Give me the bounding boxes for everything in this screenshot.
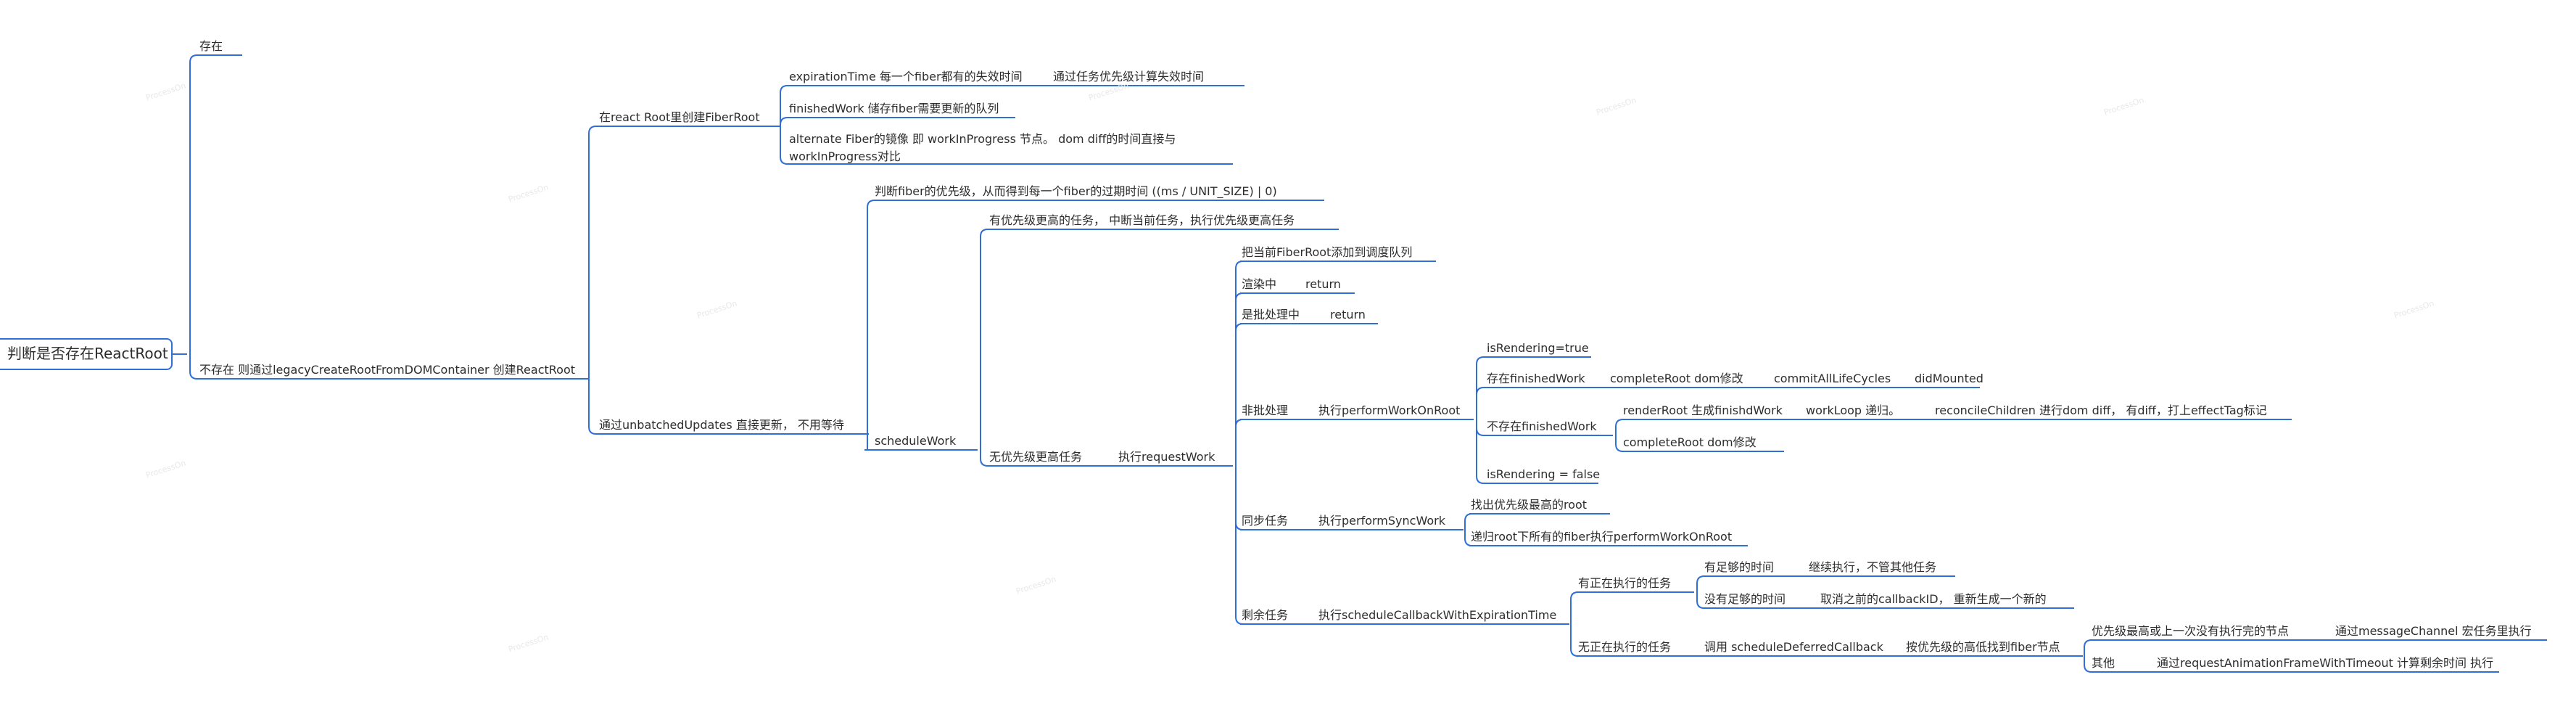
node-schedule-work[interactable]: scheduleWork: [875, 434, 957, 448]
connector-line: [1235, 466, 1244, 625]
connector-line: [1235, 419, 1244, 466]
node-fiber-priority[interactable]: 判断fiber的优先级，从而得到每一个fiber的过期时间 ((ms / UNI…: [875, 184, 1277, 198]
node-exists[interactable]: 存在: [199, 39, 223, 53]
node-non-batch[interactable]: 非批处理: [1242, 403, 1289, 417]
connector-line: [780, 126, 788, 165]
node-no-higher-priority[interactable]: 无优先级更高任务: [989, 450, 1083, 464]
root-node[interactable]: 判断是否存在ReactRoot: [7, 345, 168, 362]
connector-line: [588, 126, 597, 379]
node-find-highest-root[interactable]: 找出优先级最高的root: [1471, 498, 1588, 512]
connector-line: [1464, 513, 1473, 530]
connector-line: [780, 85, 788, 126]
node-unbatched-updates[interactable]: 通过unbatchedUpdates 直接更新， 不用等待: [599, 418, 844, 432]
connector-line: [189, 354, 198, 380]
connector-line: [980, 229, 988, 450]
node-remaining-tasks[interactable]: 剩余任务: [1242, 608, 1289, 622]
node-request-work[interactable]: 执行requestWork: [1118, 450, 1215, 464]
connector-line: [780, 117, 788, 126]
node-perform-work-on-root[interactable]: 执行performWorkOnRoot: [1318, 403, 1461, 417]
connector-line: [2084, 639, 2092, 656]
node-batching[interactable]: 是批处理中: [1242, 308, 1300, 321]
node-expiration-calc[interactable]: 通过任务优先级计算失效时间: [1053, 70, 1205, 83]
node-recurse-root[interactable]: 递归root下所有的fiber执行performWorkOnRoot: [1471, 530, 1733, 544]
connector-line: [1235, 261, 1244, 466]
node-no-finished-work[interactable]: 不存在finishedWork: [1487, 419, 1597, 433]
node-others[interactable]: 其他: [2092, 656, 2115, 670]
node-is-rendering-false[interactable]: isRendering = false: [1487, 467, 1601, 481]
node-enough-time[interactable]: 有足够的时间: [1704, 560, 1775, 574]
node-not-enough-time[interactable]: 没有足够的时间: [1704, 592, 1786, 606]
node-has-finished-work[interactable]: 存在finishedWork: [1487, 372, 1585, 385]
node-no-running-task[interactable]: 无正在执行的任务: [1578, 640, 1672, 654]
connector-line: [980, 450, 988, 467]
connector-line: [1476, 419, 1485, 484]
connector-line: [1696, 575, 1705, 592]
node-raf-timeout[interactable]: 通过requestAnimationFrameWithTimeout 计算剩余时…: [2157, 656, 2494, 670]
node-call-deferred[interactable]: 调用 scheduleDeferredCallback: [1704, 640, 1883, 654]
connector-line: [189, 54, 198, 354]
node-reconcile-children[interactable]: reconcileChildren 进行dom diff， 有diff，打上ef…: [1935, 403, 2267, 417]
node-find-by-priority[interactable]: 按优先级的高低找到fiber节点: [1906, 640, 2060, 654]
node-alternate[interactable]: alternate Fiber的镜像 即 workInProgress 节点。 …: [789, 132, 1176, 163]
node-message-channel[interactable]: 通过messageChannel 宏任务里执行: [2335, 624, 2532, 638]
node-work-loop[interactable]: workLoop 递归。: [1806, 403, 1901, 417]
node-highest-unfinished[interactable]: 优先级最高或上一次没有执行完的节点: [2092, 624, 2290, 638]
node-sync-task[interactable]: 同步任务: [1242, 514, 1289, 528]
connector-line: [867, 200, 875, 450]
node-schedule-callback[interactable]: 执行scheduleCallbackWithExpirationTime: [1318, 608, 1557, 622]
node-render-root[interactable]: renderRoot 生成finishdWork: [1623, 403, 1783, 417]
node-has-running-task[interactable]: 有正在执行的任务: [1578, 576, 1672, 590]
node-did-mounted[interactable]: didMounted: [1915, 372, 1983, 385]
node-commit-all-lifecycles[interactable]: commitAllLifeCycles: [1774, 372, 1891, 385]
node-continue-exec[interactable]: 继续执行，不管其他任务: [1809, 560, 1937, 574]
node-is-rendering-true[interactable]: isRendering=true: [1487, 341, 1589, 355]
connector-line: [1476, 387, 1485, 419]
connector-line: [1570, 624, 1579, 657]
connector-line: [1235, 323, 1244, 466]
connector-line: [1476, 356, 1485, 419]
node-complete-root-1[interactable]: completeRoot dom修改: [1610, 372, 1743, 385]
node-complete-root-2[interactable]: completeRoot dom修改: [1623, 435, 1756, 449]
node-not-exists[interactable]: 不存在 则通过legacyCreateRootFromDOMContainer …: [199, 363, 576, 377]
node-finished-work[interactable]: finishedWork 储存fiber需要更新的队列: [789, 102, 999, 115]
connector-line: [1570, 591, 1579, 624]
connector-line: [2084, 656, 2092, 673]
node-return-1[interactable]: return: [1305, 277, 1341, 291]
connector-line: [1476, 419, 1485, 436]
node-cancel-callback[interactable]: 取消之前的callbackID， 重新生成一个新的: [1820, 592, 2047, 606]
node-perform-sync-work[interactable]: 执行performSyncWork: [1318, 514, 1445, 528]
connector-line: [588, 379, 597, 435]
node-add-queue[interactable]: 把当前FiberRoot添加到调度队列: [1242, 245, 1413, 259]
node-return-2[interactable]: return: [1330, 308, 1366, 321]
root-node-box[interactable]: [0, 338, 173, 370]
connector-line: [1615, 435, 1624, 452]
node-rendering[interactable]: 渲染中: [1242, 277, 1277, 291]
connector-line: [1696, 592, 1705, 609]
node-create-fiberroot[interactable]: 在react Root里创建FiberRoot: [599, 110, 760, 124]
node-higher-priority[interactable]: 有优先级更高的任务， 中断当前任务，执行优先级更高任务: [989, 213, 1295, 227]
connector-line: [1615, 419, 1624, 435]
node-expiration-time[interactable]: expirationTime 每一个fiber都有的失效时间: [789, 70, 1023, 83]
